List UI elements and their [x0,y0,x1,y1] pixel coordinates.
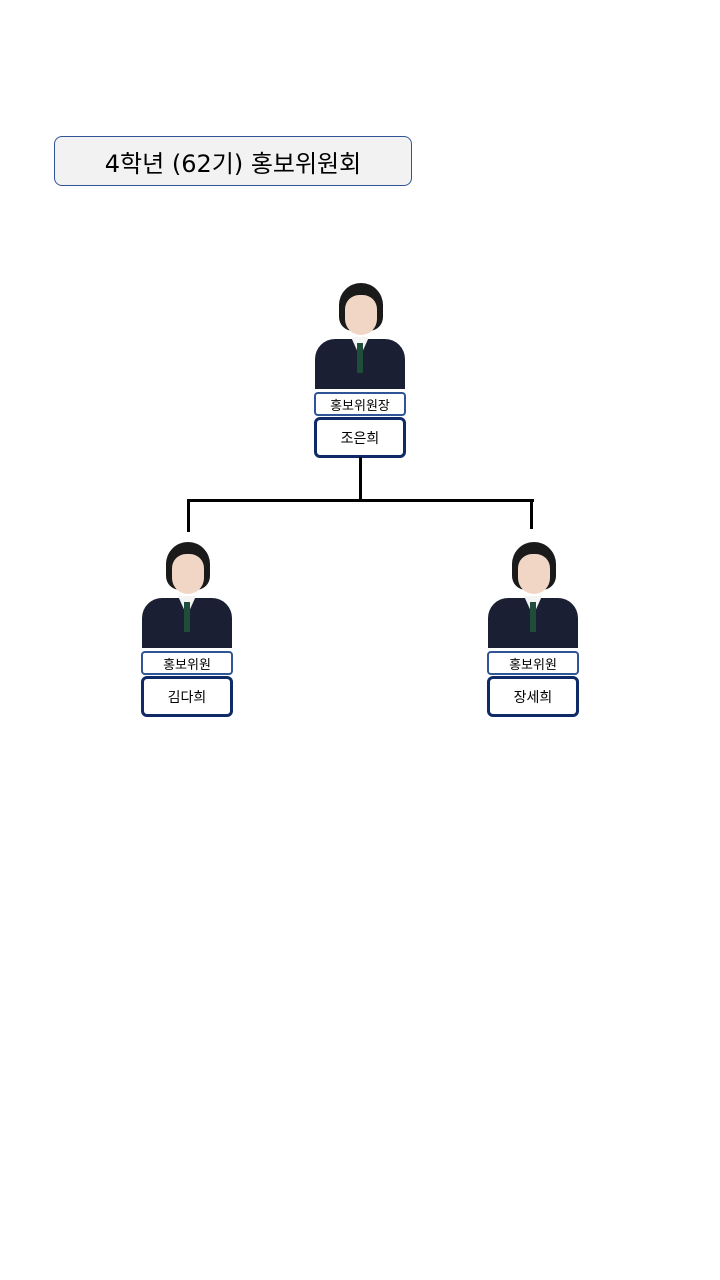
member-name: 김다희 [141,676,233,717]
connector-vertical-top [359,457,362,501]
chair-name: 조은희 [314,417,406,458]
page-title: 4학년 (62기) 홍보위원회 [54,136,412,186]
chair-role: 홍보위원장 [314,392,406,416]
member-role: 홍보위원 [487,651,579,675]
member-photo [142,540,232,648]
connector-right-drop [530,499,533,529]
connector-left-drop [187,499,190,532]
member-name: 장세희 [487,676,579,717]
chair-photo [315,281,405,389]
member-role: 홍보위원 [141,651,233,675]
member-node: 홍보위원 장세희 [487,540,579,717]
connector-horizontal [187,499,534,502]
chair-node: 홍보위원장 조은희 [314,281,406,458]
member-node: 홍보위원 김다희 [141,540,233,717]
member-photo [488,540,578,648]
